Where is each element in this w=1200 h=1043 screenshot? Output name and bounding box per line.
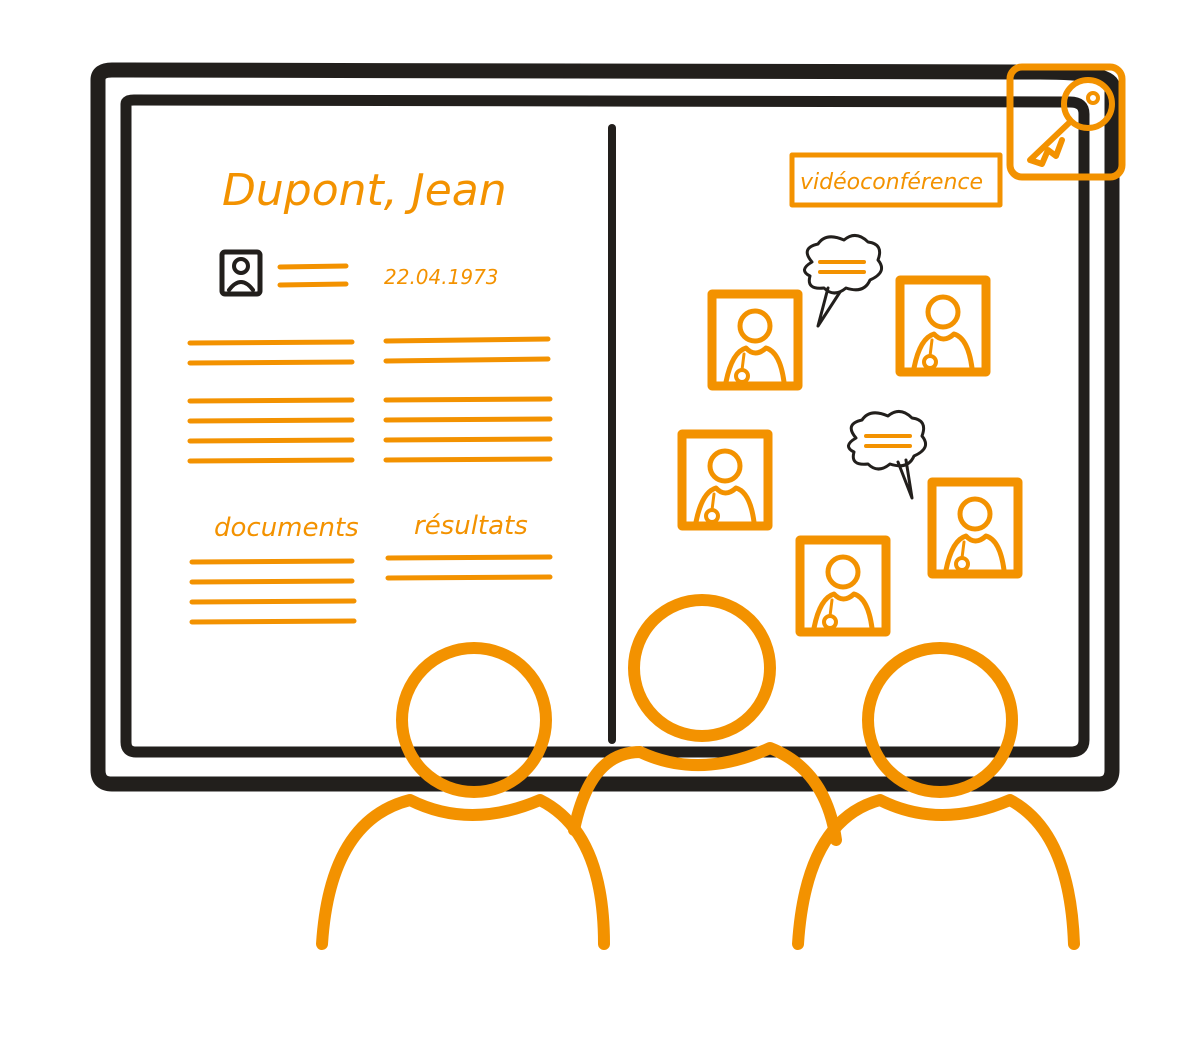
record-text-column-left bbox=[187, 339, 355, 464]
participant-video-tile bbox=[707, 289, 803, 391]
person-icon bbox=[316, 642, 610, 950]
documents-heading: documents bbox=[214, 513, 359, 543]
videoconference-label: vidéoconférence bbox=[800, 170, 983, 195]
participant-tiles bbox=[677, 275, 1023, 637]
documents-list bbox=[189, 558, 357, 625]
participant-video-tile bbox=[927, 477, 1023, 579]
speech-bubble-icon bbox=[803, 234, 884, 328]
patient-name: Dupont, Jean bbox=[222, 165, 507, 216]
birth-date: 22.04.1973 bbox=[384, 265, 499, 289]
results-heading: résultats bbox=[414, 511, 528, 541]
patient-record-panel: Dupont, Jean 22.04.1973 bbox=[187, 165, 553, 625]
participant-video-tile bbox=[795, 535, 891, 637]
id-lines bbox=[277, 263, 349, 288]
key-icon bbox=[1027, 77, 1115, 167]
key-badge bbox=[1006, 63, 1126, 181]
participant-video-tile bbox=[895, 275, 991, 377]
videoconference-panel: vidéoconférence bbox=[677, 152, 1023, 637]
person-icon bbox=[568, 594, 842, 846]
screen-frame bbox=[90, 62, 1120, 792]
results-list bbox=[385, 554, 553, 581]
person-icon bbox=[792, 642, 1080, 950]
portrait-card-icon bbox=[219, 249, 263, 297]
record-text-column-right bbox=[383, 336, 553, 463]
audience bbox=[316, 594, 1080, 950]
participant-video-tile bbox=[677, 429, 773, 531]
speech-bubble-icon bbox=[847, 410, 928, 500]
